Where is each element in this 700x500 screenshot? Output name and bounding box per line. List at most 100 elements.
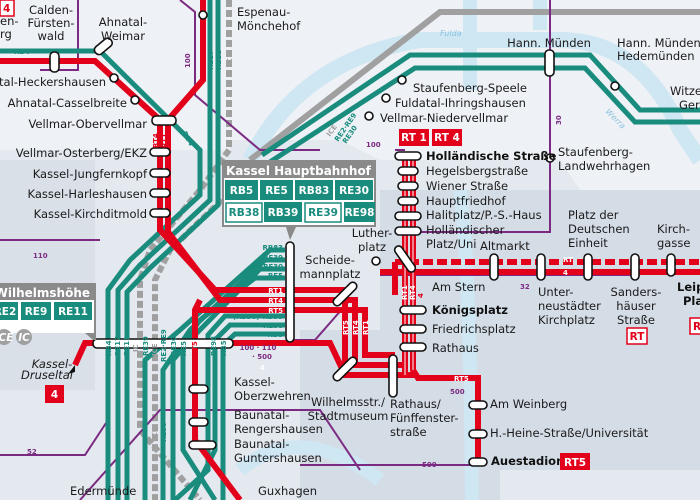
line-label: ICE xyxy=(151,427,159,440)
station-stop-marker[interactable] xyxy=(130,95,140,105)
station-stop-marker[interactable] xyxy=(544,49,555,77)
line-label: RE39 xyxy=(263,254,283,262)
station-label: neustädter xyxy=(538,299,601,313)
station-label: Baunatal- xyxy=(234,408,289,422)
line-label: RT5 xyxy=(454,375,469,383)
station-labels: en- rg Calden- Fürsten- wald Ahnatal- We… xyxy=(0,3,700,498)
station-label: Kassel-Jungfernkopf xyxy=(33,167,148,181)
station-label: Oberzwehren xyxy=(234,389,311,403)
station-stop-marker[interactable] xyxy=(188,384,209,394)
station-stop-marker[interactable] xyxy=(536,253,546,281)
line-badge-label: RB83 xyxy=(299,185,330,197)
wilhelmshoehe-box[interactable]: Kassel-Wilhelmshöhe RE2 RE9 RE11 ICE IC xyxy=(0,283,96,345)
line-label: RT5 xyxy=(191,341,199,356)
station-stop-marker[interactable] xyxy=(332,356,359,383)
station-stop-marker[interactable] xyxy=(630,253,640,281)
line-label: RT5 xyxy=(268,307,283,315)
map-shape xyxy=(180,275,285,500)
station-label: Friedrichsplatz xyxy=(432,322,516,336)
station-stop-marker[interactable] xyxy=(397,75,407,85)
line-label: RE30 xyxy=(160,422,168,442)
line-badge-label: RT5 xyxy=(564,457,586,469)
stop-markers[interactable] xyxy=(49,10,676,467)
station-stop-marker[interactable] xyxy=(364,111,374,121)
station-label: Espenau- xyxy=(237,5,290,19)
station-stop-marker[interactable] xyxy=(371,256,381,266)
station-stop-marker[interactable] xyxy=(332,281,359,308)
station-stop-marker[interactable] xyxy=(393,244,417,273)
station-stop-marker[interactable] xyxy=(285,241,295,343)
map-shape xyxy=(260,180,293,200)
station-label: Mönchehof xyxy=(237,19,301,33)
station-stop-marker[interactable] xyxy=(394,151,422,161)
station-stop-marker[interactable] xyxy=(151,115,177,126)
line-label: RE98 xyxy=(210,336,218,356)
station-label: Hedemünden xyxy=(617,49,695,63)
line-badge-label: RE11 xyxy=(58,306,88,318)
station-stop-marker[interactable] xyxy=(188,440,217,450)
line-label: 110 xyxy=(33,252,48,260)
line-badges: 4 RT 1 RT 4 RT5 RT RT 4 xyxy=(0,0,700,470)
arrow-icon xyxy=(68,365,75,374)
map-shape xyxy=(0,302,18,320)
station-label: wald xyxy=(38,29,65,43)
station-stop-marker[interactable] xyxy=(149,168,171,178)
map-shape xyxy=(225,180,258,200)
station-stop-marker[interactable] xyxy=(198,10,208,20)
station-label: platz xyxy=(358,240,386,254)
station-stop-marker[interactable] xyxy=(489,253,499,281)
station-stop-marker[interactable] xyxy=(149,188,171,198)
station-stop-marker[interactable] xyxy=(397,196,419,206)
station-label: mannplatz xyxy=(300,267,361,281)
station-label: Rengershausen xyxy=(234,422,323,436)
station-stop-marker[interactable] xyxy=(399,324,427,334)
station-label: Holländische Straße xyxy=(426,149,557,163)
station-label: Deutschen xyxy=(568,222,630,236)
station-stop-marker[interactable] xyxy=(397,181,419,191)
station-stop-marker[interactable] xyxy=(399,342,427,352)
map-shape xyxy=(304,202,342,223)
station-label: Scheide- xyxy=(305,253,355,267)
station-stop-marker[interactable] xyxy=(666,253,676,277)
line-badge-label: RE39 xyxy=(308,207,338,219)
station-stop-marker[interactable] xyxy=(468,457,488,467)
station-stop-marker[interactable] xyxy=(610,81,620,91)
hauptbahnhof-box[interactable]: Kassel Hauptbahnhof RB5 RE5 RB83 RE30 RB… xyxy=(222,160,376,240)
line-label: 100 · 110 xyxy=(240,344,277,352)
line-label: RE39 xyxy=(142,336,150,356)
line-label: RT5 xyxy=(342,320,350,335)
station-stop-marker[interactable] xyxy=(188,417,209,427)
station-label: Ahnatal- xyxy=(99,15,147,29)
station-stop-marker[interactable] xyxy=(583,253,593,281)
line-label: 4 xyxy=(417,293,425,298)
station-stop-marker[interactable] xyxy=(49,51,60,73)
station-stop-marker[interactable] xyxy=(468,429,488,439)
station-stop-marker[interactable] xyxy=(149,147,171,157)
station-stop-marker[interactable] xyxy=(397,166,419,176)
station-label: Wiener Straße xyxy=(426,179,508,193)
station-stop-marker[interactable] xyxy=(399,305,427,315)
line-label: RT1 xyxy=(268,287,283,295)
station-stop-marker[interactable] xyxy=(93,37,114,57)
station-stop-marker[interactable] xyxy=(109,73,119,83)
station-label: Altmarkt xyxy=(480,239,530,253)
line-label: 30 xyxy=(555,115,563,125)
station-stop-marker[interactable] xyxy=(92,338,234,349)
station-stop-marker[interactable] xyxy=(149,208,171,218)
station-label: Ahnatal-Heckershausen xyxy=(0,75,106,89)
station-stop-marker[interactable] xyxy=(394,211,422,221)
map-shape xyxy=(0,329,12,345)
line-label: 52 xyxy=(27,448,37,456)
station-label: Vellmar-Obervellmar xyxy=(28,117,147,131)
line-label: RE17 xyxy=(114,336,122,356)
map-shape xyxy=(192,298,243,500)
station-stop-marker[interactable] xyxy=(545,153,555,163)
map-shape xyxy=(142,247,285,500)
map-shape xyxy=(300,190,700,500)
line-badge-label: 4 xyxy=(3,3,10,15)
station-stop-marker[interactable] xyxy=(468,400,488,410)
station-stop-marker[interactable] xyxy=(394,226,422,236)
station-stop-marker[interactable] xyxy=(381,93,391,103)
station-stop-marker[interactable] xyxy=(388,354,398,398)
map-shape xyxy=(264,202,302,222)
